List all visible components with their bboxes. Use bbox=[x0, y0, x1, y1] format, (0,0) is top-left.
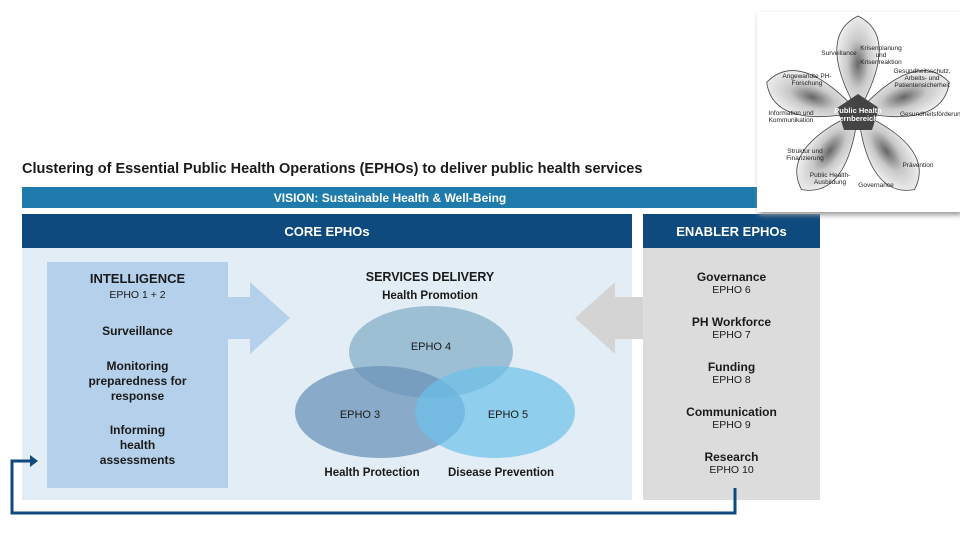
flower-petal: Information und Kommunikation bbox=[768, 110, 814, 124]
flower-petal: Angewandte PH-Forschung bbox=[782, 73, 832, 87]
health-promotion-label: Health Promotion bbox=[382, 290, 478, 302]
health-protection-label: Health Protection bbox=[324, 467, 420, 479]
epho5-label: EPHO 5 bbox=[487, 409, 529, 421]
flower-petal: Governance bbox=[858, 182, 894, 189]
right-arrow-shape bbox=[228, 282, 290, 354]
services-title: SERVICES DELIVERY bbox=[365, 270, 495, 284]
disease-prevention-label: Disease Prevention bbox=[447, 467, 555, 479]
flower-petal: Gesundheitsförderung bbox=[900, 111, 960, 118]
epho4-label: EPHO 4 bbox=[410, 341, 452, 353]
epho3-label: EPHO 3 bbox=[339, 409, 381, 421]
flower-petals-shape bbox=[766, 15, 950, 191]
core-ephos-header: CORE EPHOs bbox=[22, 214, 632, 248]
left-arrow-shape bbox=[575, 282, 643, 354]
epho5-ellipse bbox=[415, 366, 575, 458]
feedback-arrowhead bbox=[30, 455, 38, 467]
intelligence-title: INTELLIGENCE bbox=[89, 271, 186, 286]
intelligence-item: Surveillance bbox=[102, 324, 173, 338]
intelligence-box: INTELLIGENCE EPHO 1 + 2 Surveillance Mon… bbox=[47, 262, 228, 488]
flower-diagram: Public Health Kernbereiche Surveillance … bbox=[757, 12, 960, 212]
flower-petal: Krisenplanung und Krisenreaktion bbox=[860, 45, 902, 66]
vision-bar: VISION: Sustainable Health & Well-Being bbox=[22, 187, 758, 208]
enabler-ephos-panel bbox=[643, 248, 820, 500]
flower-petal: Prävention bbox=[902, 162, 934, 169]
flower-petal: Surveillance bbox=[821, 50, 857, 57]
diagram-title: Clustering of Essential Public Health Op… bbox=[22, 161, 643, 177]
flower-petal: Gesundheitsschutz, Arbeits- und Patiente… bbox=[893, 68, 951, 89]
intelligence-item: Informing health assessments bbox=[99, 423, 176, 467]
enabler-ephos-header: ENABLER EPHOs bbox=[643, 214, 820, 248]
flower-center: Public Health Kernbereiche bbox=[834, 106, 882, 123]
flower-petal: Public Health-Ausbildung bbox=[809, 172, 851, 186]
intelligence-sub: EPHO 1 + 2 bbox=[109, 289, 166, 301]
feedback-loop-line bbox=[10, 459, 737, 515]
flower-petal: Struktur und Finanzierung bbox=[786, 148, 824, 162]
intelligence-item: Monitoring preparedness for response bbox=[88, 359, 187, 403]
epho3-ellipse bbox=[295, 366, 465, 458]
